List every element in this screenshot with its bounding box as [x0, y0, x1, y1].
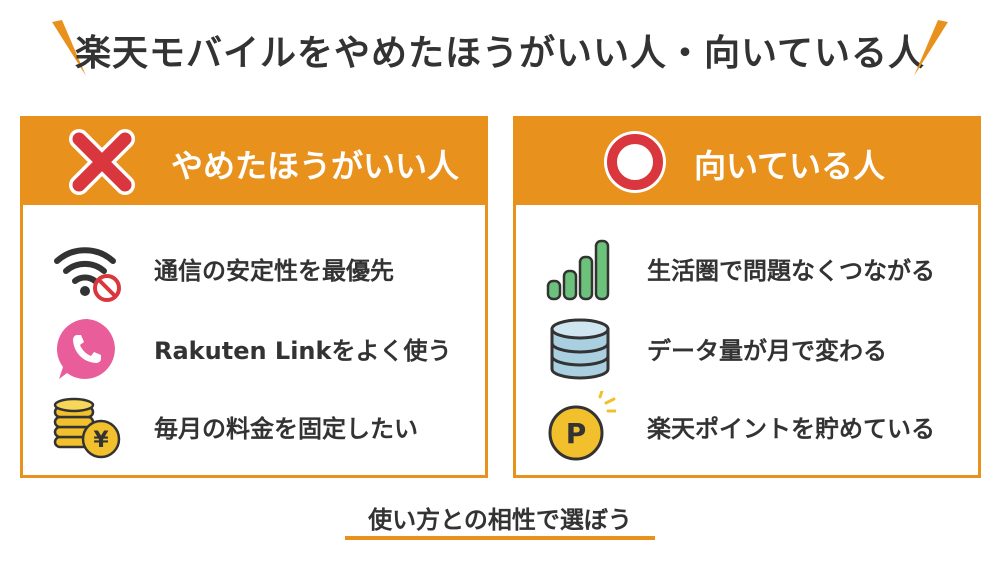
point-coin-icon: P	[548, 391, 616, 461]
list-item: P 楽天ポイントを貯めている	[516, 387, 978, 467]
item-text: 毎月の料金を固定したい	[154, 415, 418, 443]
right-accent-spark-icon	[914, 20, 948, 76]
suited-panel-header: 向いている人	[516, 119, 978, 205]
item-text: データ量が月で変わる	[647, 337, 887, 365]
svg-text:¥: ¥	[93, 428, 109, 453]
page-title: 楽天モバイルをやめたほうがいい人・向いている人	[75, 33, 925, 74]
footer-text: 使い方との相性で選ぼう	[368, 506, 632, 534]
left-accent-spark-icon	[52, 20, 86, 76]
suited-panel: 向いている人 生活圏で問題なくつながる データ量が月で変わる P 楽天ポイントを…	[513, 116, 981, 478]
item-text: 楽天ポイントを貯めている	[647, 415, 935, 443]
quit-panel-title: やめたほうがいい人	[171, 147, 460, 185]
item-text: 生活圏で問題なくつながる	[647, 257, 935, 285]
cross-icon	[69, 129, 135, 195]
list-item: データ量が月で変わる	[516, 309, 978, 389]
item-text: Rakuten Linkをよく使う	[154, 337, 452, 365]
list-item: 通信の安定性を最優先	[23, 229, 485, 309]
suited-panel-title: 向いている人	[694, 147, 886, 185]
signal-bars-icon	[546, 239, 610, 301]
circle-icon	[604, 131, 666, 193]
phone-call-icon	[57, 319, 115, 379]
wifi-off-icon	[54, 247, 121, 302]
list-item: ¥ 毎月の料金を固定したい	[23, 387, 485, 467]
quit-panel-header: やめたほうがいい人	[23, 119, 485, 205]
item-text: 通信の安定性を最優先	[154, 257, 394, 285]
yen-coins-icon: ¥	[53, 397, 121, 459]
database-icon	[550, 318, 610, 380]
footer-underline	[345, 536, 655, 540]
svg-text:P: P	[566, 417, 587, 450]
list-item: 生活圏で問題なくつながる	[516, 229, 978, 309]
list-item: Rakuten Linkをよく使う	[23, 309, 485, 389]
quit-panel: やめたほうがいい人 通信の安定性を最優先 Rakuten Linkをよく使う ¥	[20, 116, 488, 478]
